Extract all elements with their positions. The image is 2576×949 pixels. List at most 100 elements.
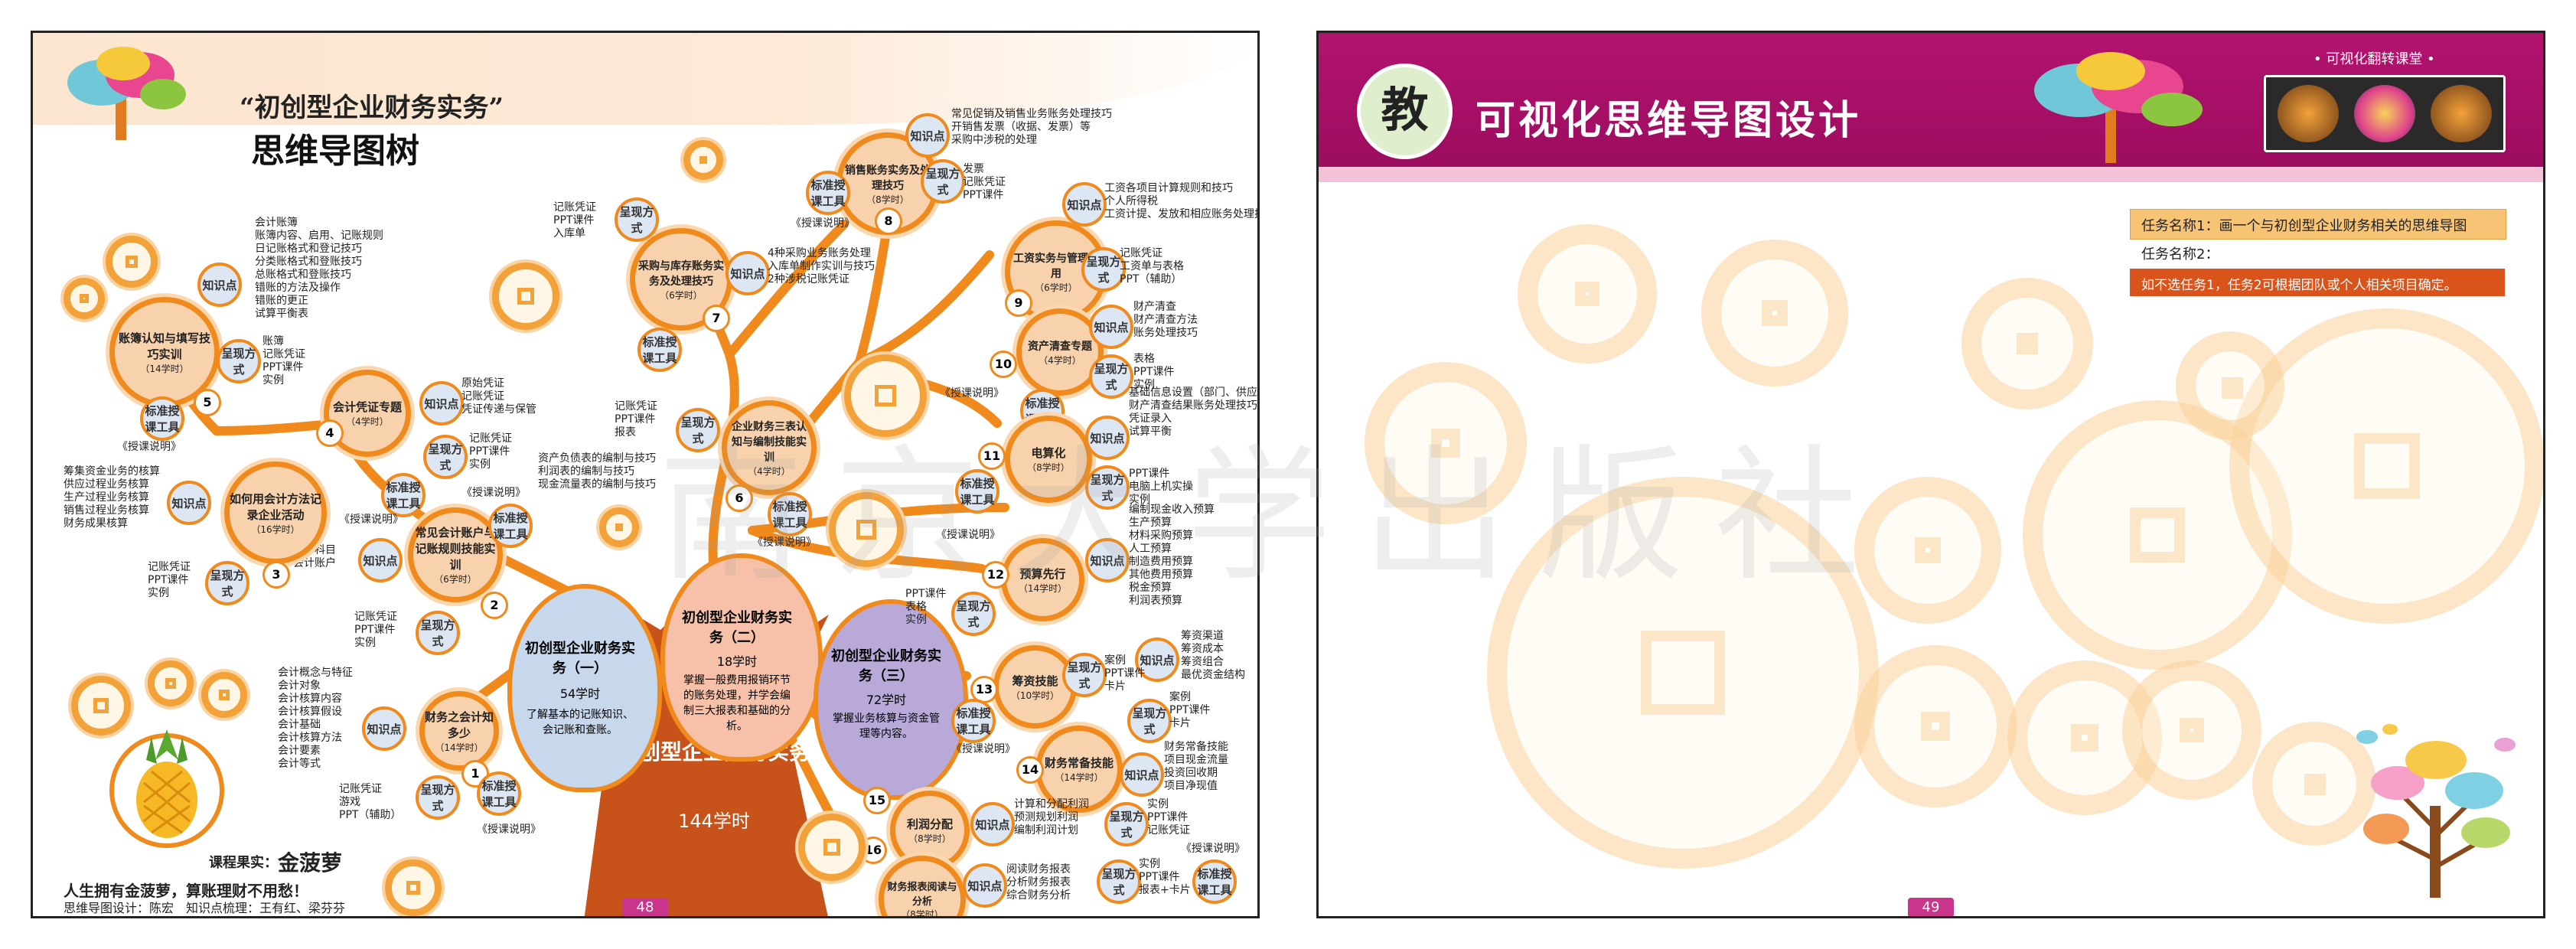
module-13-knowledge-list: 筹资渠道筹资成本筹资组合最优资金结构 xyxy=(1181,630,1245,681)
fruit-2-desc: 掌握一般费用报销环节的账务处理，并学会编制三大报表和基础的分析。 xyxy=(683,674,791,732)
module-10-knowledge-list: 财产清查财产清查方法账务处理技巧 xyxy=(1133,301,1198,339)
coin-icon xyxy=(492,263,559,330)
note-bar xyxy=(2130,269,2505,296)
left-page: “初创型企业财务实务” 思维导图树 初创型企业财务实务 144学时 xyxy=(31,31,1260,918)
header-swoosh xyxy=(33,33,1257,125)
task-1-bar xyxy=(2130,209,2506,240)
module-13-note: 《授课说明》 xyxy=(951,743,1016,755)
module-7-method: 呈现方式 xyxy=(615,197,659,242)
coin-icon xyxy=(148,660,194,706)
coin-icon xyxy=(1961,278,2093,409)
module-3-knowledge-list: 筹集资金业务的核算供应过程业务核算生产过程业务核算销售过程业务核算财务成果核算 xyxy=(64,465,160,530)
module-13: 筹资技能（10学时） xyxy=(993,645,1077,729)
module-3: 如何用会计方法记录企业活动（16学时） xyxy=(224,461,327,564)
module-11-knowledge: 知识点 xyxy=(1085,416,1130,460)
module-11-number: 11 xyxy=(978,442,1006,470)
publisher-watermark: 南京大学出版社 xyxy=(658,432,1891,601)
module-9-knowledge: 知识点 xyxy=(1062,182,1107,227)
module-8-knowledge-list: 常见促销及销售业务账务处理技巧开销售发票（收据、发票）等采购中涉税的处理 xyxy=(951,108,1112,146)
module-13-standard: 标准授课工具 xyxy=(951,699,996,743)
coin-icon xyxy=(1518,224,1657,364)
coin-icon xyxy=(106,236,158,288)
module-7-number: 7 xyxy=(703,305,730,332)
module-4-method: 呈现方式 xyxy=(423,435,468,479)
module-14-method: 呈现方式 xyxy=(1127,699,1172,743)
coin-icon xyxy=(2122,660,2261,800)
fruit-3-desc: 掌握业务核算与资金管理等内容。 xyxy=(833,713,940,740)
fruit-3 xyxy=(814,599,968,800)
module-9-knowledge-list: 工资各项目计算规则和技巧个人所得税工资计提、发放和相应账务处理技巧 xyxy=(1104,182,1260,220)
module-7-standard: 标准授课工具 xyxy=(637,328,682,372)
credits: 思维导图设计：陈宏 知识点梳理：王有红、梁芬芬 xyxy=(64,901,346,915)
module-3-number: 3 xyxy=(262,561,290,589)
module-11-method: 呈现方式 xyxy=(1085,465,1130,510)
module-1-standard: 标准授课工具 xyxy=(477,771,521,816)
pineapple-icon xyxy=(109,729,224,848)
fruit-1-title: 初创型企业财务实务（一） xyxy=(525,641,635,677)
module-1-note: 《授课说明》 xyxy=(477,823,541,836)
module-8-note: 《授课说明》 xyxy=(791,217,855,230)
module-8-method: 呈现方式 xyxy=(921,159,965,204)
module-10-knowledge: 知识点 xyxy=(1089,305,1133,349)
module-1-knowledge: 知识点 xyxy=(362,706,406,751)
module-6-knowledge-list: 资产负债表的编制与技巧利润表的编制与技巧现金流量表的编制与技巧 xyxy=(538,452,656,491)
module-12-number: 12 xyxy=(982,561,1009,589)
task-2-text: 任务名称2： xyxy=(2141,246,2219,263)
module-2-note: 《授课说明》 xyxy=(461,487,526,499)
module-7-knowledge: 知识点 xyxy=(726,251,770,295)
fruit-3-title: 初创型企业财务实务（三） xyxy=(831,648,941,684)
fruit-1-hours: 54学时 xyxy=(559,686,601,701)
module-4-note: 《授课说明》 xyxy=(339,514,403,526)
module-4-knowledge: 知识点 xyxy=(419,381,464,426)
module-8-knowledge: 知识点 xyxy=(905,113,950,158)
course-fruit-label: 课程果实： xyxy=(209,855,278,871)
module-15-number: 15 xyxy=(863,787,891,814)
trunk-hours: 144学时 xyxy=(678,810,750,832)
banner-stripe xyxy=(1319,167,2543,182)
coin-icon xyxy=(599,507,639,547)
coin-icon xyxy=(2229,308,2543,624)
module-14-number: 14 xyxy=(1016,756,1044,784)
module-1: 财务之会计知多少（14学时） xyxy=(419,691,499,771)
module-5-knowledge-list: 会计账簿账簿内容、启用、记账规则日记账格式和登记技巧分类账格式和登账技巧总账格式… xyxy=(255,217,383,320)
module-2-number: 2 xyxy=(481,592,508,619)
module-16-knowledge: 知识点 xyxy=(963,863,1007,908)
coin-icon xyxy=(1854,645,2017,807)
module-14-knowledge-list: 财务常备技能项目现金流量投资回收期项目净现值 xyxy=(1164,741,1228,792)
module-11-method-list: PPT课件电脑上机实操实例 xyxy=(1129,468,1193,506)
module-4-number: 4 xyxy=(316,419,344,447)
module-5-note: 《授课说明》 xyxy=(117,441,181,453)
module-15-knowledge-list: 计算和分配利润预测规划利润编制利润计划 xyxy=(1014,798,1089,836)
module-2: 常见会计账户与记账规则技能实训（6学时） xyxy=(408,507,503,602)
module-3-knowledge: 知识点 xyxy=(167,481,211,525)
module-4-standard: 标准授课工具 xyxy=(381,473,426,517)
coin-icon xyxy=(798,814,866,881)
coin-icon xyxy=(71,676,131,735)
module-16-knowledge-list: 阅读财务报表分析财务报表综合财务分析 xyxy=(1006,863,1071,902)
task-1-text: 任务名称1：画一个与初创型企业财务相关的思维导图 xyxy=(2141,218,2467,234)
module-11: 电算化（8学时） xyxy=(1005,416,1092,503)
module-11-standard: 标准授课工具 xyxy=(955,469,999,514)
brain-illustration xyxy=(2264,75,2506,152)
module-2-method: 呈现方式 xyxy=(416,611,460,655)
module-12-knowledge-list: 编制现金收入预算生产预算材料采购预算人工预算制造费用预算其他费用预算税金预算利润… xyxy=(1129,504,1215,607)
module-4: 会计凭证专题（4学时） xyxy=(324,370,411,457)
module-12-knowledge: 知识点 xyxy=(1085,538,1130,582)
module-2-standard: 标准授课工具 xyxy=(488,504,533,548)
fruit-2-title: 初创型企业财务实务（二） xyxy=(682,610,792,646)
course-fruit-name: 金菠萝 xyxy=(278,850,343,876)
fruit-1 xyxy=(507,584,662,792)
module-15-method: 呈现方式 xyxy=(1104,802,1149,846)
module-12-note: 《授课说明》 xyxy=(936,529,1000,541)
fruit-3-hours: 72学时 xyxy=(866,693,907,707)
